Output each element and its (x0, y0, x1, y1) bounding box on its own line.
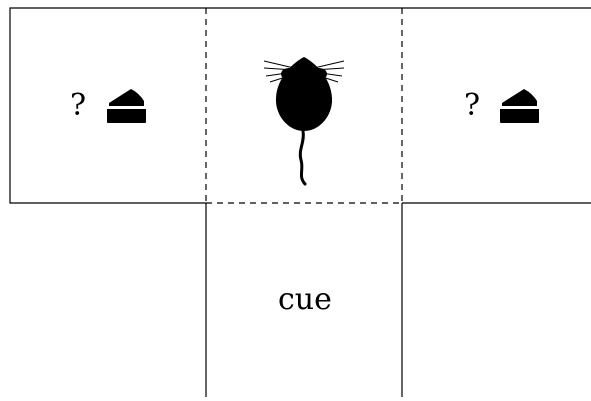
cue-label: cue (278, 285, 332, 315)
mouse-icon (264, 57, 344, 184)
cheese-icon (107, 89, 146, 123)
right-arm-question-mark: ? (464, 91, 480, 121)
left-arm-question-mark: ? (70, 91, 86, 121)
cheese-icon (500, 89, 539, 123)
